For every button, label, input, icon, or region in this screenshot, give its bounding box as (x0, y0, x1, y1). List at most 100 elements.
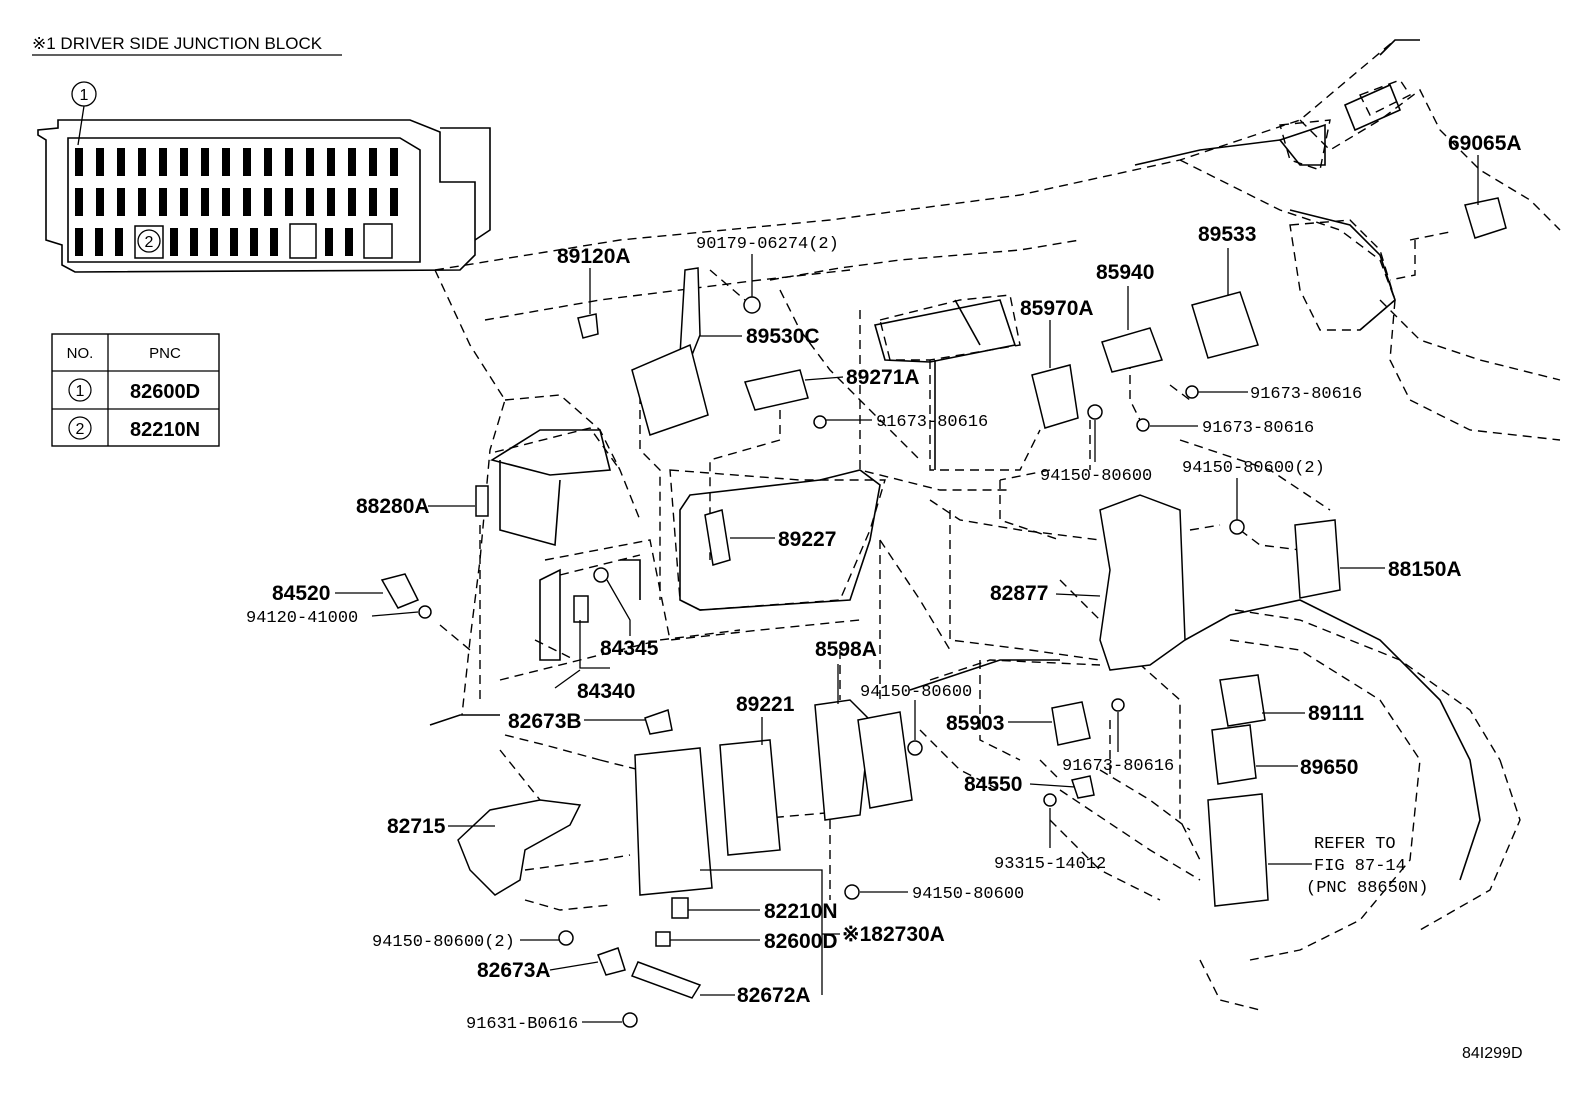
pnc-table-row-1-pnc: 82600D (130, 381, 200, 403)
fuse-slot (243, 188, 251, 216)
label-82210n: 82210N (764, 900, 838, 923)
part-89227 (704, 509, 731, 566)
label-94150-80600-a: 94150-80600 (1040, 467, 1152, 486)
relay-slot-a (289, 223, 317, 259)
label-89530c: 89530C (746, 325, 820, 348)
callout-2-number: 2 (145, 234, 154, 251)
bracket-89530c (679, 267, 701, 362)
screw-91673-b (1185, 385, 1199, 399)
callout-circle-2 (137, 229, 161, 253)
label-89111: 89111 (1308, 702, 1364, 725)
label-89650: 89650 (1300, 756, 1358, 779)
refer-note-line-1: REFER TO (1314, 835, 1396, 854)
fuse-slot (390, 148, 398, 176)
part-69065a (1464, 197, 1507, 239)
label-84520: 84520 (272, 582, 330, 605)
part-89271a (744, 369, 809, 411)
label-84345: 84345 (600, 637, 659, 660)
label-82673a: 82673A (477, 959, 551, 982)
label-84550: 84550 (964, 773, 1022, 796)
fuse-slot (325, 228, 333, 256)
fuse-slot (369, 148, 377, 176)
module-8598a (857, 711, 913, 809)
fuse-slot (285, 148, 293, 176)
label-91673-80616-a: 91673-80616 (876, 413, 988, 432)
pnc-table-row-2-no: 2 (76, 421, 85, 438)
panel-body-lines (429, 39, 1481, 881)
part-82673b (644, 709, 673, 735)
fuse-slot (348, 148, 356, 176)
label-93315-14012: 93315-14012 (994, 855, 1106, 874)
module-89530c (631, 343, 709, 436)
part-82673a (597, 947, 626, 976)
label-82877: 82877 (990, 582, 1048, 605)
label-85940: 85940 (1096, 261, 1154, 284)
frame-82877 (1099, 494, 1186, 671)
callout-1-number: 1 (80, 87, 89, 104)
part-84345 (593, 567, 609, 583)
leader-lines (335, 155, 1479, 1023)
label-89120a: 89120A (557, 245, 631, 268)
label-82715: 82715 (387, 815, 446, 838)
label-82730a: ※182730A (842, 923, 945, 946)
fuse-slot (230, 228, 238, 256)
part-89650 (1211, 724, 1257, 785)
fuse-slot (159, 188, 167, 216)
bracket-82715 (457, 799, 582, 896)
pnc-table-row-1-no: 1 (76, 383, 85, 400)
label-94150-80600-d: 94150-80600 (912, 885, 1024, 904)
part-89111 (1219, 674, 1266, 727)
fuse-slot (201, 148, 209, 176)
pnc-table-row-2-pnc: 82210N (130, 419, 200, 441)
fuse-slot (369, 188, 377, 216)
fuse-slot (95, 228, 103, 256)
fuse-slot (75, 148, 83, 176)
fuse-slot (190, 228, 198, 256)
fuse-slot (75, 228, 83, 256)
nut-94150-a (1087, 404, 1103, 420)
fuse-slot (264, 188, 272, 216)
label-90179-06274: 90179-06274(2) (696, 235, 839, 254)
screw-91673-d (1111, 698, 1125, 712)
fuse-slot (180, 188, 188, 216)
nut-94150-b (1229, 519, 1245, 535)
fuse-slot (210, 228, 218, 256)
diagram-title: ※1 DRIVER SIDE JUNCTION BLOCK (32, 34, 323, 53)
callout-1-leader (77, 105, 85, 146)
nut-94150-c (907, 740, 923, 756)
junction-block-82730a (634, 747, 713, 896)
part-89221 (719, 739, 781, 856)
sensor-88280a (475, 485, 489, 517)
label-85970a: 85970A (1020, 297, 1094, 320)
fuse-slot (327, 188, 335, 216)
fuse-82600d (655, 931, 671, 947)
part-85903 (1051, 701, 1091, 746)
fuse-slot (243, 148, 251, 176)
part-85940 (1101, 327, 1164, 373)
label-69065a: 69065A (1448, 132, 1522, 155)
fuse-slot (115, 228, 123, 256)
fuse-slot (96, 188, 104, 216)
bracket-8598a (814, 699, 871, 821)
fuse-slots (75, 148, 398, 256)
clip-89120a (577, 313, 599, 339)
instrument-panel-outline (434, 39, 1561, 1011)
fuse-slot (390, 188, 398, 216)
label-89271a: 89271A (846, 366, 920, 389)
screw-91631 (622, 1012, 638, 1028)
ecu-88650n (1207, 793, 1269, 907)
fuse-slot (180, 148, 188, 176)
pnc-table-header-no: NO. (67, 345, 94, 362)
label-94120-41000: 94120-41000 (246, 609, 358, 628)
label-94150-80600-c: 94150-80600 (860, 683, 972, 702)
component-shapes (380, 197, 1507, 1028)
screw-91673-c (1136, 418, 1150, 432)
screw-91673-a (813, 415, 827, 429)
nut-94150-e (558, 930, 574, 946)
label-94150-80600-2-a: 94150-80600(2) (1182, 459, 1325, 478)
refer-note-line-2: FIG 87-14 (1314, 857, 1406, 876)
part-84550 (1071, 775, 1095, 799)
label-82673b: 82673B (508, 710, 582, 733)
fuse-slot (285, 188, 293, 216)
